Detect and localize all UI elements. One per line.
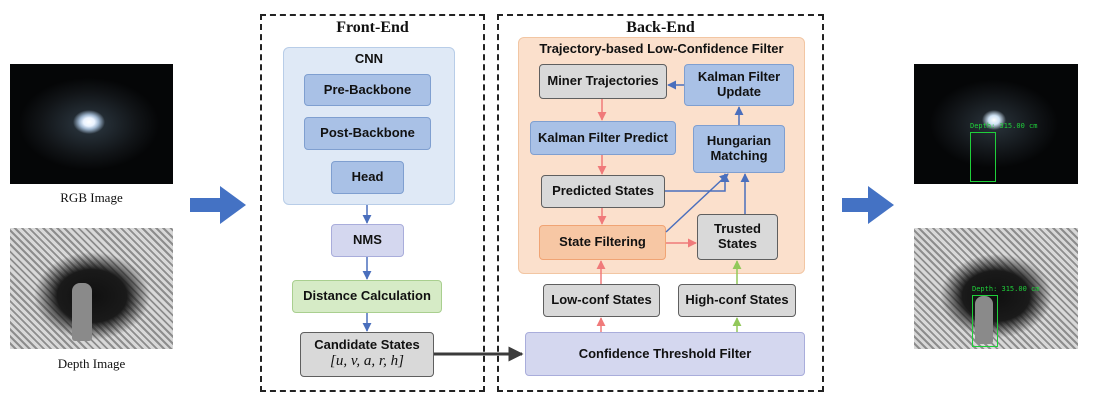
rgb-detection-box [970, 132, 996, 182]
low-conf-states-box: Low-conf States [543, 284, 660, 317]
distance-calculation-box: Distance Calculation [292, 280, 442, 313]
depth-output-image [914, 228, 1078, 349]
rgb-image [10, 64, 173, 184]
cnn-title: CNN [354, 51, 384, 66]
depth-image-label: Depth Image [57, 356, 126, 371]
rgb-image-label: RGB Image [60, 190, 123, 205]
input-arrow [190, 186, 246, 224]
post-backbone-box: Post-Backbone [304, 117, 431, 150]
back-end-panel [497, 14, 824, 392]
predicted-states-box: Predicted States [541, 175, 665, 208]
nms-box: NMS [331, 224, 404, 257]
rgb-depth-label: Depth: 315.00 cm [970, 122, 1038, 130]
candidate-states-title: Candidate States [314, 337, 420, 352]
depth-person-silhouette [72, 283, 92, 341]
trusted-states-box: Trusted States [697, 214, 778, 260]
output-arrow [842, 186, 894, 224]
confidence-threshold-filter-box: Confidence Threshold Filter [525, 332, 805, 376]
pre-backbone-box: Pre-Backbone [304, 74, 431, 106]
rgb-output-image [914, 64, 1078, 184]
back-end-title: Back-End [626, 19, 695, 36]
candidate-states-vector: [u, v, a, r, h] [330, 353, 404, 369]
candidate-states-box: Candidate States [u, v, a, r, h] [300, 332, 434, 377]
state-filtering-box: State Filtering [539, 225, 666, 260]
depth-detection-box [972, 295, 998, 347]
front-end-title: Front-End [336, 19, 409, 36]
depth-depth-label: Depth: 315.00 cm [972, 285, 1040, 293]
kalman-predict-box: Kalman Filter Predict [530, 121, 676, 155]
head-box: Head [331, 161, 404, 194]
high-conf-states-box: High-conf States [678, 284, 796, 317]
miner-trajectories-box: Miner Trajectories [539, 64, 667, 99]
front-end-panel [260, 14, 485, 392]
depth-output-silhouette [975, 296, 993, 344]
arrow-filtering-to-hungarian [665, 173, 729, 233]
arrow-predicted-to-hungarian [665, 173, 730, 192]
low-confidence-filter-title: Trajectory-based Low-Confidence Filter [539, 41, 784, 56]
hungarian-matching-box: Hungarian Matching [693, 125, 785, 173]
kalman-update-box: Kalman Filter Update [684, 64, 794, 106]
